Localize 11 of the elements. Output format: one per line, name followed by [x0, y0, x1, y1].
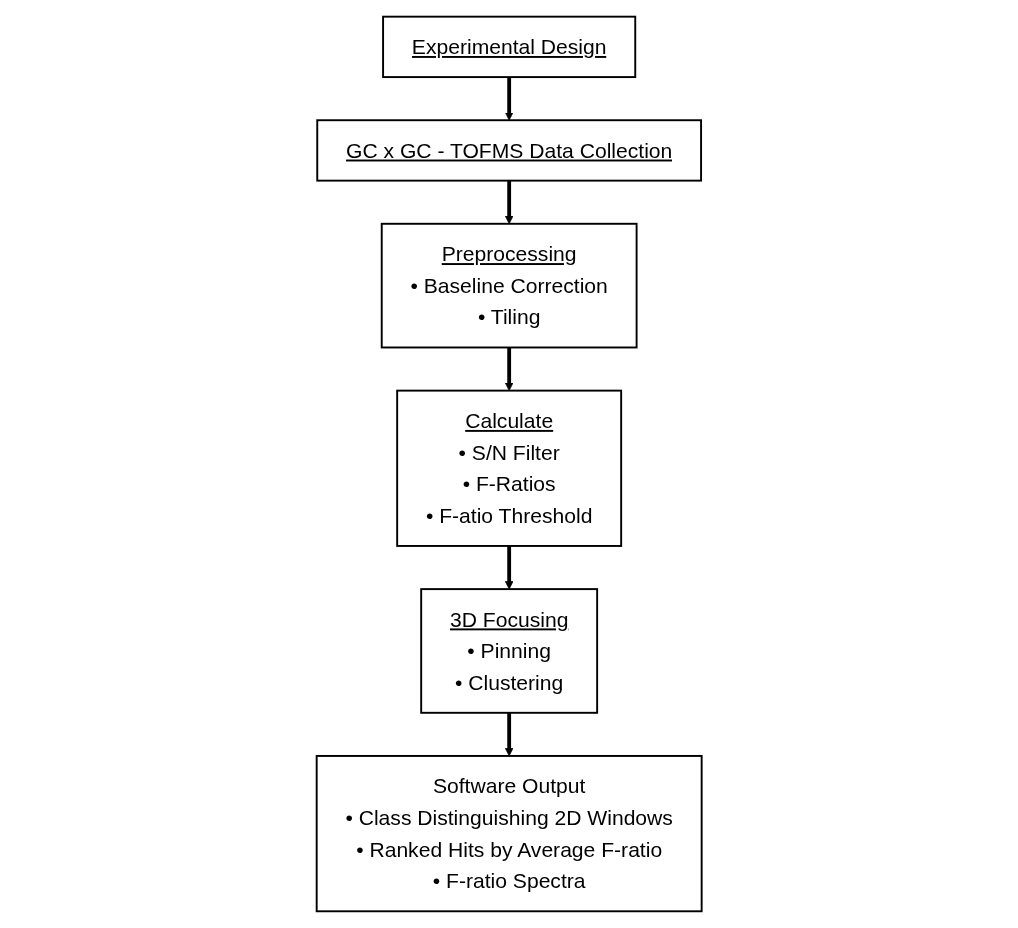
- arrow: [504, 347, 514, 391]
- node-box: 3D Focusing • Pinning • Clustering: [420, 588, 598, 714]
- node-box: Calculate • S/N Filter • F-Ratios • F-atio Threshold: [396, 389, 622, 547]
- node-box: Preprocessing • Baseline Correction • Tiling: [380, 222, 638, 349]
- arrow: [504, 712, 514, 757]
- arrow: [504, 77, 514, 121]
- arrow: [504, 180, 514, 225]
- node-box: Software Output • Class Distinguishing 2D Windows • Ranked Hits by Average F-ratio • F-ratio Spectra: [315, 755, 703, 913]
- node-box: GC x GC - TOFMS Data Collection: [316, 119, 702, 182]
- node-box: Experimental Design: [381, 15, 637, 79]
- arrow: [504, 545, 514, 590]
